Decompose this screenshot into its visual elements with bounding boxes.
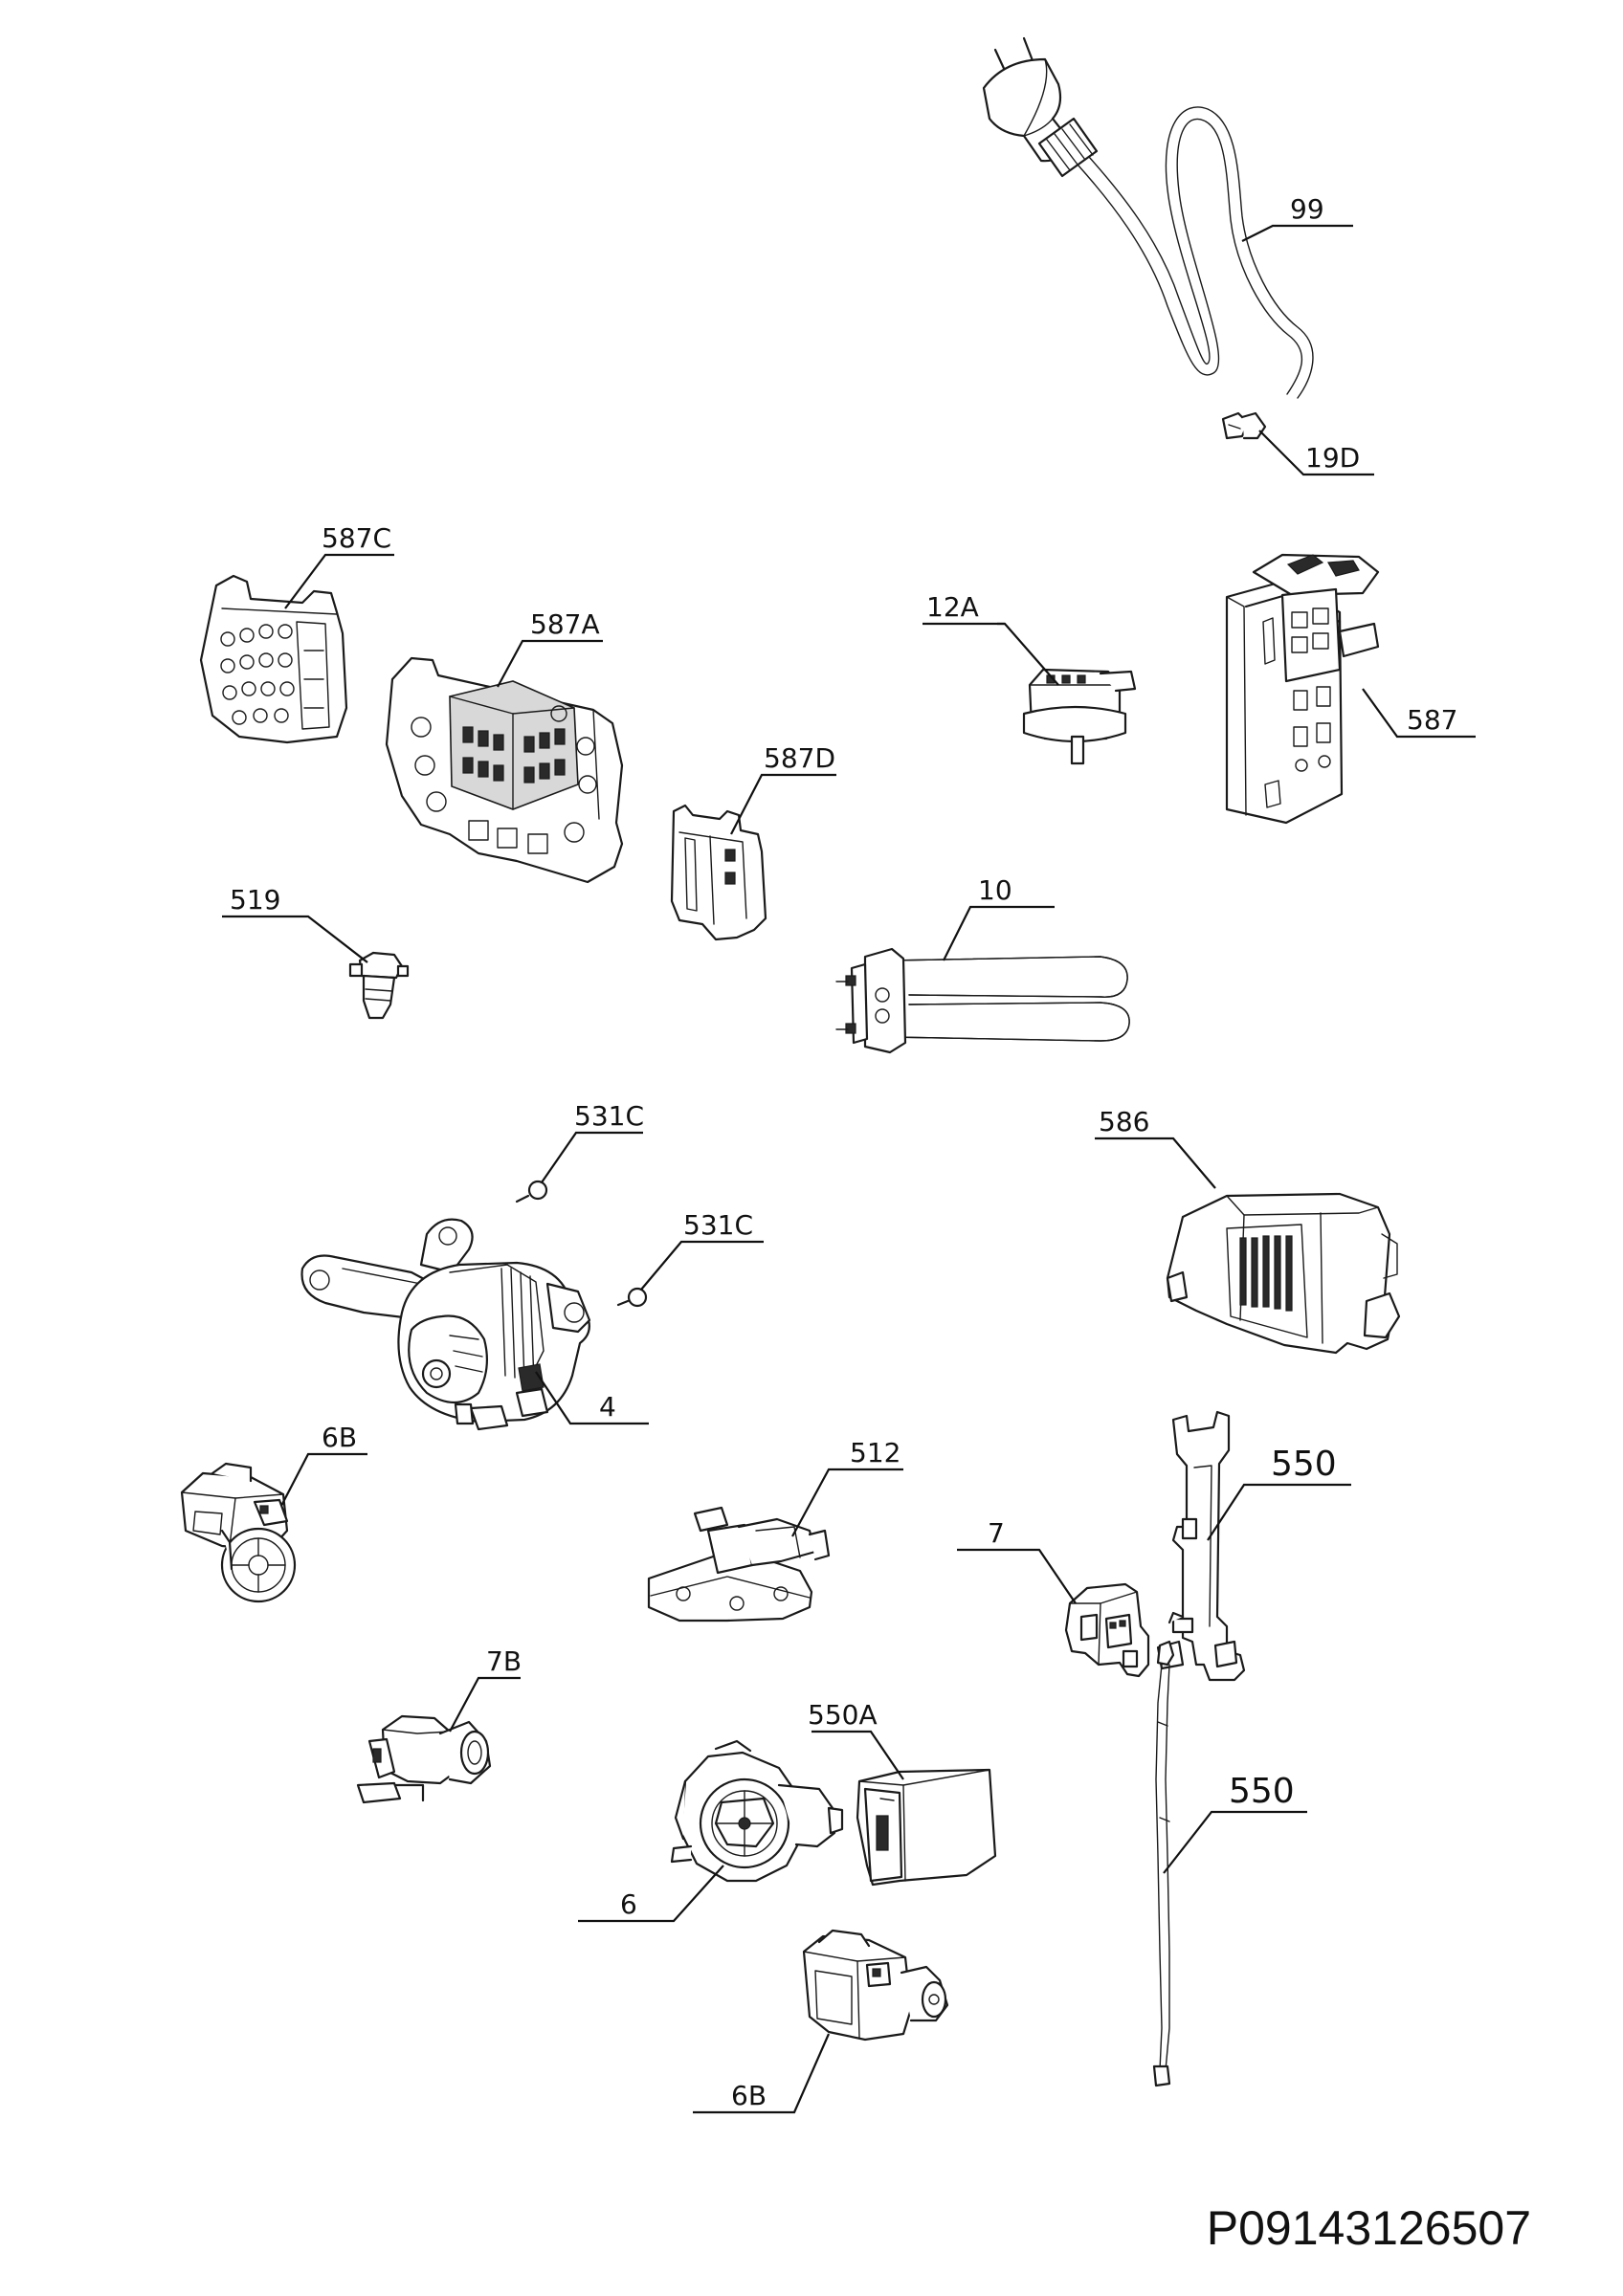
callout-550-upper-leader (1207, 1483, 1351, 1541)
bracket-512-part (647, 1506, 831, 1623)
callout-587c: 587C (322, 522, 391, 554)
power-cord-part (982, 36, 1314, 399)
callout-587c-leader (284, 553, 394, 609)
screw-531c-b-part (616, 1287, 648, 1308)
callout-550-lower-leader (1163, 1810, 1307, 1874)
drain-pump-6b-lower-part (802, 1929, 949, 2042)
callout-4: 4 (599, 1391, 616, 1423)
document-id: P09143126507 (1207, 2201, 1531, 2255)
callout-587a-leader (497, 639, 603, 688)
door-interlock-7-part (1064, 1582, 1150, 1678)
callout-531c-b: 531C (683, 1209, 753, 1241)
callout-12a: 12A (926, 591, 979, 623)
callout-6-leader (578, 1865, 724, 1923)
callout-519-leader (222, 915, 368, 963)
drain-pump-6b-upper-part (180, 1462, 297, 1603)
callout-99: 99 (1290, 193, 1324, 225)
callout-7b-leader (449, 1676, 521, 1733)
electronic-module-587-part (1225, 553, 1380, 825)
callout-587: 587 (1407, 704, 1457, 736)
callout-99-leader (1241, 224, 1353, 242)
callout-6: 6 (620, 1888, 637, 1920)
callout-6b-upper: 6B (322, 1422, 357, 1453)
callout-512: 512 (850, 1437, 900, 1468)
pressure-switch-12a-part (1022, 668, 1137, 765)
callout-519: 519 (230, 884, 280, 916)
callout-6b-upper-leader (280, 1452, 367, 1507)
callout-4-leader (535, 1371, 649, 1425)
board-587d-part (670, 804, 767, 941)
connector-block-587c-part (199, 574, 348, 744)
callout-550a: 550A (808, 1699, 878, 1731)
callout-7-leader (957, 1548, 1077, 1604)
connector-19d-part (1221, 411, 1267, 440)
heating-element-10-part (835, 947, 1130, 1054)
callout-586: 586 (1099, 1106, 1149, 1137)
callout-10-leader (943, 905, 1055, 961)
motor-controller-586-part (1166, 1192, 1401, 1355)
callout-550a-leader (812, 1730, 904, 1780)
component-7b-part (356, 1714, 492, 1804)
sensor-519-part (348, 951, 410, 1020)
screw-531c-a-part (515, 1180, 548, 1203)
callout-512-leader (791, 1468, 903, 1537)
callout-531c-a-leader (541, 1131, 643, 1183)
callout-10: 10 (978, 874, 1012, 906)
callout-531c-b-leader (640, 1240, 764, 1291)
pump-6-part (670, 1739, 844, 1883)
wire-harness-550-lower-part (1152, 1640, 1175, 2087)
callout-586-leader (1095, 1137, 1216, 1189)
callout-19d-leader (1258, 430, 1374, 476)
callout-12a-leader (997, 622, 1059, 686)
callout-7b: 7B (486, 1645, 522, 1677)
callout-587a: 587A (530, 608, 600, 640)
callout-19d: 19D (1305, 442, 1360, 474)
callout-587-leader (1362, 688, 1476, 739)
callout-550-lower: 550 (1229, 1772, 1295, 1811)
motor-assembly-4-part (300, 1218, 591, 1431)
module-board-587a-part (385, 656, 624, 884)
wiring-bracket-550-upper-part (1156, 1410, 1246, 1682)
module-550a-part (856, 1768, 997, 1887)
callout-531c-a: 531C (574, 1100, 644, 1132)
callout-587d-leader (730, 773, 836, 835)
callout-6b-lower: 6B (731, 2080, 767, 2111)
callout-6b-lower-leader (693, 2033, 831, 2114)
callout-587d: 587D (764, 742, 835, 774)
callout-550-upper: 550 (1271, 1445, 1337, 1484)
callout-7: 7 (988, 1517, 1005, 1549)
